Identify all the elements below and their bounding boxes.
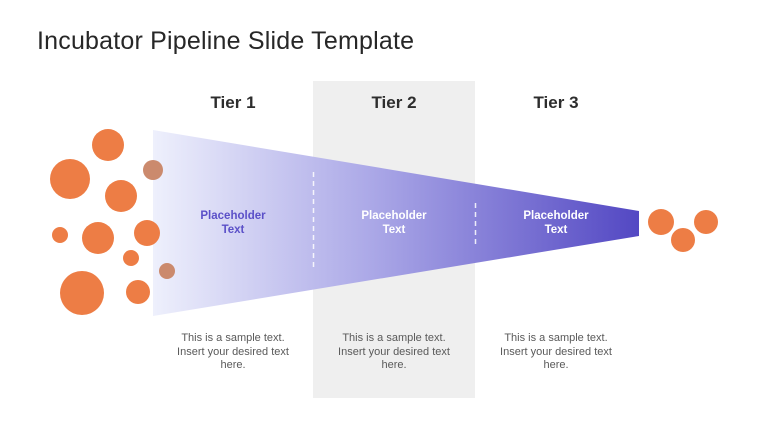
tier2-description-lines: This is a sample text. Insert your desir… [338,332,450,371]
bubble [671,228,695,252]
bubble [52,227,68,243]
bubble [123,250,139,266]
tier3-description: This is a sample text. Insert your desir… [475,332,637,373]
tier1-label: Tier 1 [210,93,256,112]
tier3-placeholder-text: Placeholder Text [475,209,637,237]
bubble [694,210,718,234]
bubble [648,209,674,235]
tier1-description-lines: This is a sample text. Insert your desir… [177,332,289,371]
funnel-shape [153,130,639,316]
tier3-placeholder-text-lines: Placeholder Text [523,210,589,236]
right-bubble-cluster [648,209,718,252]
tier2-label: Tier 2 [371,93,417,112]
slide-title: Incubator Pipeline Slide Template [37,27,415,55]
bubble [134,220,160,246]
bubble [105,180,137,212]
bubble [92,129,124,161]
bubble [126,280,150,304]
tier2-placeholder-text: Placeholder Text [313,209,475,237]
tier2-placeholder-text-lines: Placeholder Text [361,210,427,236]
bubble [60,271,104,315]
left-bubble-cluster [50,129,175,315]
tier3-label: Tier 3 [533,93,579,112]
bubble [50,159,90,199]
bubble [82,222,114,254]
tier1-placeholder-text: Placeholder Text [153,209,313,237]
tier2-description: This is a sample text. Insert your desir… [313,332,475,373]
tier1-description: This is a sample text. Insert your desir… [153,332,313,373]
tier1-placeholder-text-lines: Placeholder Text [200,210,266,236]
bubble [143,160,163,180]
tier3-description-lines: This is a sample text. Insert your desir… [500,332,612,371]
bubble [159,263,175,279]
